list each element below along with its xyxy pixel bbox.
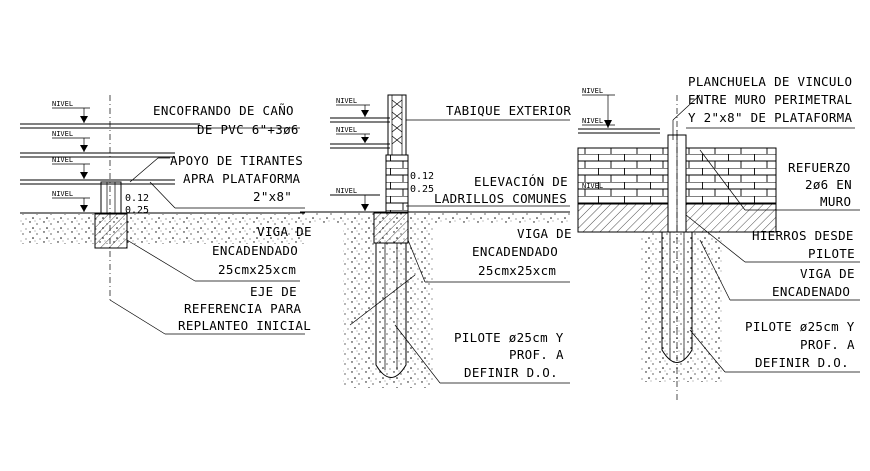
- detail-1-level-marker-2: NIVEL: [52, 130, 90, 152]
- detail-2-wall: [385, 94, 409, 213]
- detail-2-level-marker-2: NIVEL: [336, 126, 370, 143]
- detail-3-label-viga-1: VIGA DE: [800, 266, 855, 281]
- svg-text:NIVEL: NIVEL: [52, 100, 73, 108]
- detail-2-pile: [375, 243, 407, 378]
- detail-2-ground: [300, 211, 570, 388]
- detail-1-label-eje-1: EJE DE: [250, 284, 297, 299]
- detail-2-beam: [373, 212, 409, 244]
- detail-2-level-marker-3: NIVEL: [336, 187, 370, 211]
- detail-2-pile-foundation: NIVEL NIVEL NIVEL: [300, 94, 572, 388]
- detail-3-level-marker-3: NIVEL: [582, 182, 603, 190]
- svg-text:NIVEL: NIVEL: [52, 156, 73, 164]
- detail-3-label-pilote-2: PROF. A: [800, 337, 855, 352]
- detail-3-label-planchuela-1: PLANCHUELA DE VINCULO: [688, 74, 852, 89]
- detail-1-post: [100, 181, 122, 214]
- detail-3-label-pilote-1: PILOTE ø25cm Y: [745, 319, 855, 334]
- detail-3-label-planchuela-2: ENTRE MURO PERIMETRAL: [688, 92, 852, 107]
- detail-1-label-apoyo-1: APOYO DE TIRANTES: [170, 153, 303, 168]
- detail-3-label-viga-2: ENCADENADO: [772, 284, 850, 299]
- svg-text:NIVEL: NIVEL: [336, 126, 357, 134]
- detail-3-label-planchuela-3: Y 2"x8" DE PLATAFORMA: [688, 110, 853, 125]
- detail-3-wall-foundation: NIVEL NIVEL NIVEL: [577, 74, 860, 400]
- detail-2-label-pilote-3: DEFINIR D.O.: [464, 365, 558, 380]
- detail-1-label-viga-3: 25cmx25xcm: [218, 262, 296, 277]
- detail-1-label-encofrando-2: DE PVC 6"+3ø6: [197, 122, 299, 137]
- detail-3-label-hierros-1: HIERROS DESDE: [752, 228, 854, 243]
- detail-2-label-viga-1: VIGA DE: [517, 226, 572, 241]
- detail-3-soil: [640, 232, 722, 382]
- detail-1-leaders: [109, 127, 305, 335]
- detail-2-label-pilote-1: PILOTE ø25cm Y: [454, 330, 564, 345]
- svg-text:NIVEL: NIVEL: [336, 97, 357, 105]
- detail-1-label-viga-1: VIGA DE: [257, 224, 312, 239]
- detail-1-label-viga-2: ENCADENDADO: [212, 243, 298, 258]
- svg-text:NIVEL: NIVEL: [52, 130, 73, 138]
- detail-1-dim-top: 0.12: [125, 193, 149, 204]
- detail-3-pile: [661, 232, 693, 363]
- svg-text:NIVEL: NIVEL: [336, 187, 357, 195]
- svg-text:NIVEL: NIVEL: [582, 87, 603, 95]
- detail-2-label-viga-2: ENCADENDADO: [472, 244, 558, 259]
- detail-2-level-marker-1: NIVEL: [336, 97, 370, 117]
- detail-3-label-refuerzo-3: MURO: [820, 194, 851, 209]
- detail-3-label-pilote-3: DEFINIR D.O.: [755, 355, 849, 370]
- detail-2-dim-bottom: 0.25: [410, 184, 434, 195]
- svg-text:NIVEL: NIVEL: [52, 190, 73, 198]
- detail-2-label-tabique: TABIQUE EXTERIOR: [446, 103, 571, 118]
- detail-3-level-marker-1: NIVEL: [582, 87, 615, 128]
- detail-1-label-encofrando-1: ENCOFRANDO DE CAÑO: [153, 103, 294, 118]
- detail-1-dim-bottom: 0.25: [125, 205, 149, 216]
- detail-1-label-eje-3: REPLANTEO INICIAL: [178, 318, 311, 333]
- detail-2-leaders: [349, 119, 570, 384]
- detail-1-level-marker-4: NIVEL: [52, 190, 90, 212]
- detail-1-label-apoyo-2: APRA PLATAFORMA: [183, 171, 301, 186]
- detail-3-level-marker-2: NIVEL: [582, 117, 615, 126]
- detail-1-shallow-foundation: NIVEL NIVEL NIVEL NIVEL: [20, 95, 312, 335]
- detail-3-label-refuerzo-2: 2ø6 EN: [805, 177, 852, 192]
- detail-1-label-apoyo-3: 2"x8": [253, 189, 292, 204]
- detail-3-plate: [667, 95, 687, 400]
- detail-1-beam: [94, 213, 128, 249]
- detail-2-dim-top: 0.12: [410, 171, 434, 182]
- detail-2-label-elevacion-2: LADRILLOS COMUNES: [434, 191, 567, 206]
- detail-1-ground: [20, 212, 305, 244]
- detail-2-label-elevacion-1: ELEVACIÓN DE: [474, 174, 568, 189]
- detail-3-leaders: [672, 94, 860, 373]
- detail-2-label-viga-3: 25cmx25xcm: [478, 263, 556, 278]
- detail-3-label-hierros-2: PILOTE: [808, 246, 855, 261]
- detail-1-label-eje-2: REFERENCIA PARA: [184, 301, 302, 316]
- svg-text:NIVEL: NIVEL: [582, 117, 603, 125]
- detail-1-level-marker-1: NIVEL: [52, 100, 90, 123]
- detail-2-label-pilote-2: PROF. A: [509, 347, 564, 362]
- detail-1-level-marker-3: NIVEL: [52, 156, 90, 179]
- detail-3-label-refuerzo-1: REFUERZO: [788, 160, 851, 175]
